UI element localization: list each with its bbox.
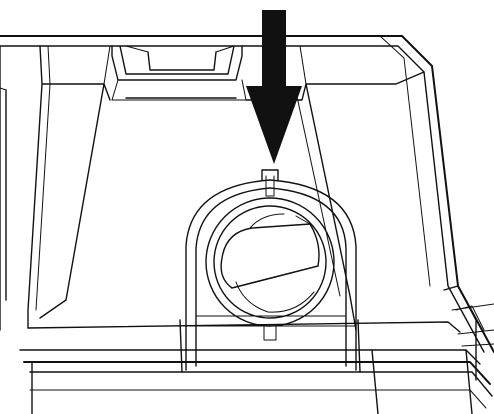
base-ledge	[19, 303, 494, 414]
left-panel	[0, 45, 51, 331]
top-latch	[111, 45, 247, 101]
down-arrow-icon	[246, 10, 302, 164]
outlet-opening	[205, 197, 335, 327]
right-bracket	[443, 285, 485, 381]
